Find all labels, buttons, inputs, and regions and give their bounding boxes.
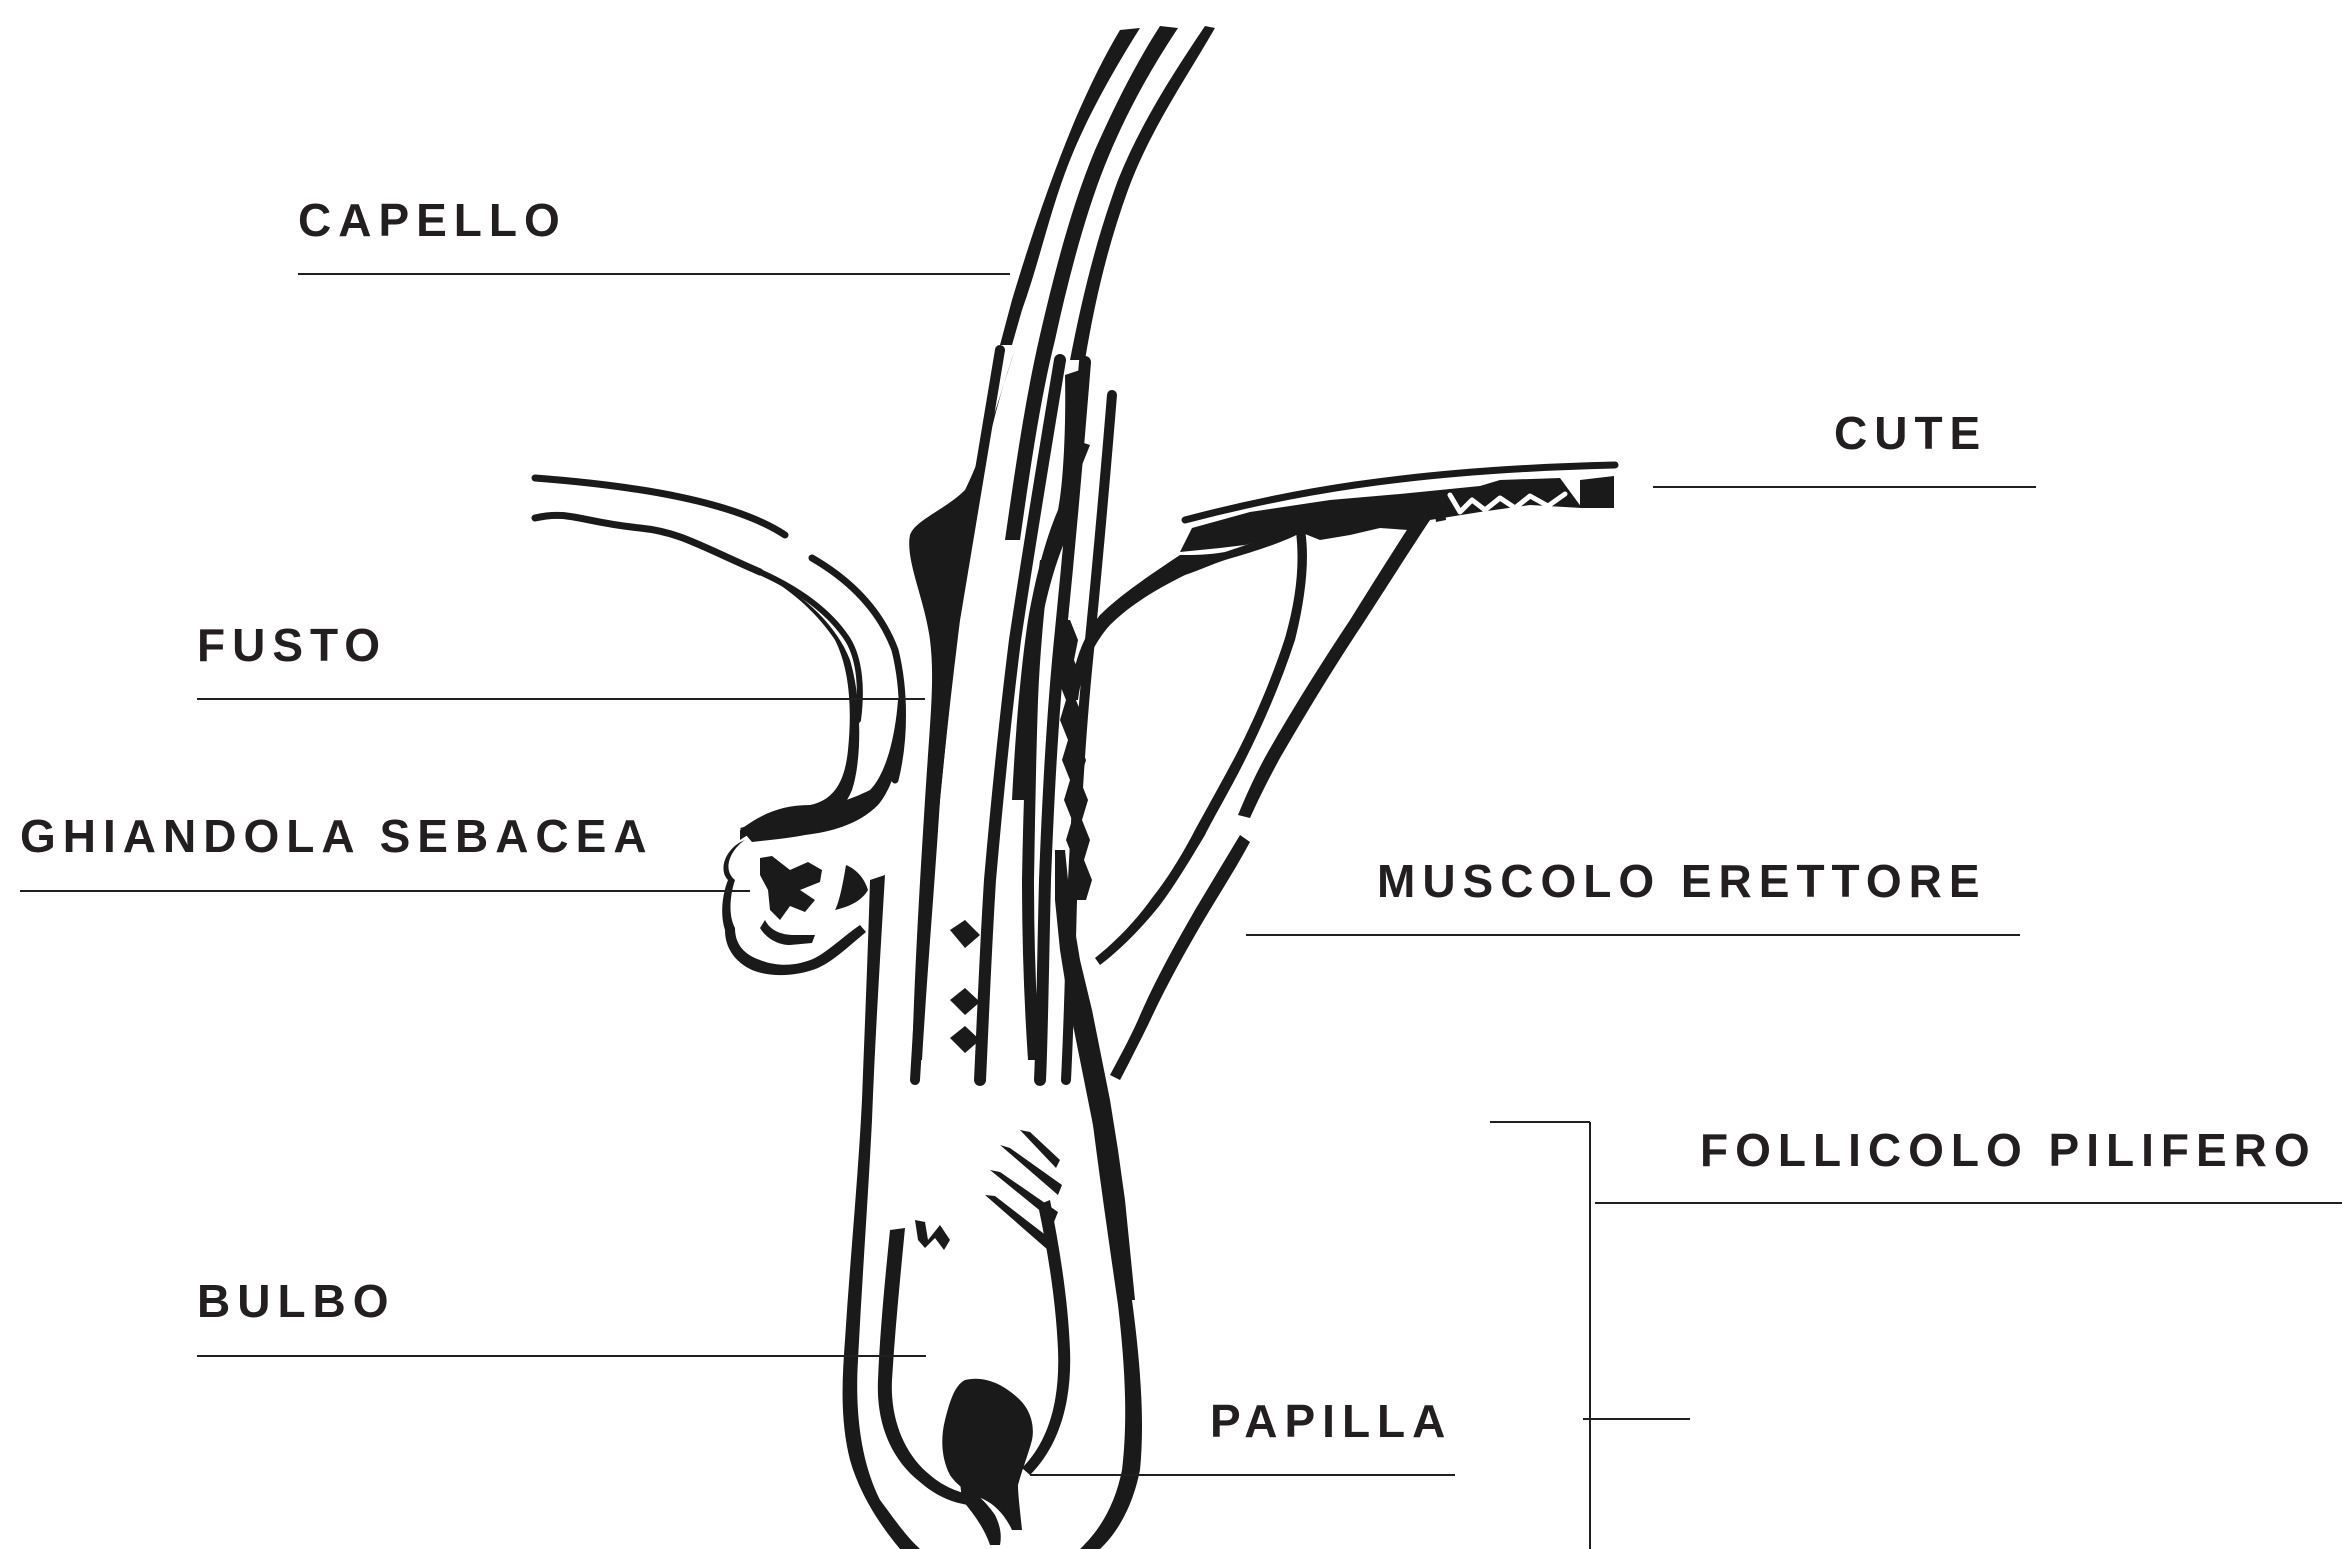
label-bulbo: BULBO <box>197 1278 396 1324</box>
keratin-cells <box>950 920 980 1053</box>
skin-surface-left <box>535 478 903 780</box>
label-capello: CAPELLO <box>298 197 567 243</box>
dermal-papilla <box>942 1379 1033 1545</box>
label-ghiandola-sebacea: GHIANDOLA SEBACEA <box>20 813 654 859</box>
label-follicolo-pilifero: FOLLICOLO PILIFERO <box>1700 1127 2317 1173</box>
label-cute: CUTE <box>1834 410 1987 456</box>
skin-surface-right <box>1180 465 1615 552</box>
label-muscolo-erettore: MUSCOLO ERETTORE <box>1377 858 1987 904</box>
label-papilla: PAPILLA <box>1210 1398 1452 1444</box>
label-fusto: FUSTO <box>197 622 387 668</box>
arrector-pili-muscle <box>1070 510 1430 1080</box>
follicle-bracket <box>1490 1122 1690 1549</box>
